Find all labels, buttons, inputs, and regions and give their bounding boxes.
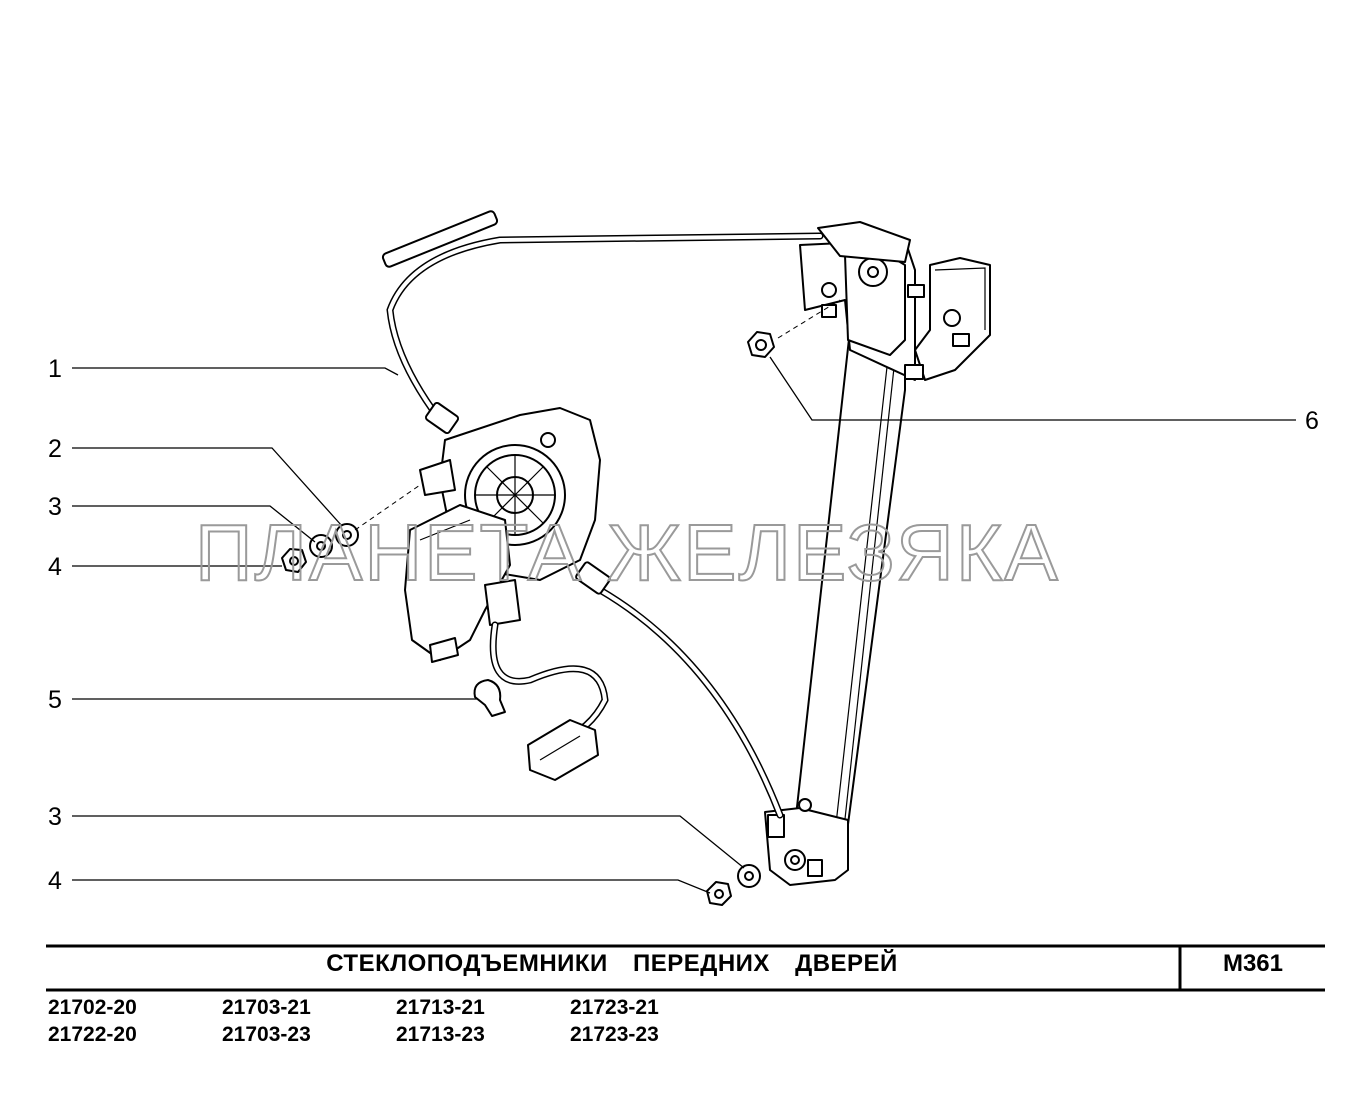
- drive-cables: [381, 210, 824, 819]
- clip-5: [473, 679, 506, 717]
- lower-slider: [764, 798, 849, 886]
- model-code: 21722-20: [48, 1023, 137, 1046]
- callout-3-lower: 3: [48, 803, 62, 831]
- upper-bracket: [799, 221, 916, 381]
- callout-1: 1: [48, 355, 62, 383]
- model-code: 21702-20: [48, 996, 137, 1019]
- model-code: 21723-21: [570, 996, 659, 1019]
- callout-5: 5: [48, 686, 62, 714]
- callout-4-upper: 4: [48, 553, 62, 581]
- model-code: 21703-21: [222, 996, 311, 1019]
- assembly-lines: [354, 299, 841, 531]
- lock-washer-3-upper: [309, 534, 333, 558]
- callout-6: 6: [1305, 407, 1319, 435]
- diagram-title: СТЕКЛОПОДЪЕМНИКИ ПЕРЕДНИХ ДВЕРЕЙ: [326, 950, 898, 977]
- watermark: ПЛАНЕТА ЖЕЛЕЗЯКА: [195, 508, 1060, 597]
- nut-4-upper: [281, 548, 307, 573]
- washer-2: [335, 523, 359, 547]
- callout-4-lower: 4: [48, 867, 62, 895]
- model-code: 21713-21: [396, 996, 485, 1019]
- model-code: 21703-23: [222, 1023, 311, 1046]
- nut-6: [747, 331, 775, 358]
- lock-washer-3-lower: [737, 864, 761, 888]
- title-block-rules: [46, 944, 1325, 992]
- model-code: 21723-23: [570, 1023, 659, 1046]
- motor-assembly: [404, 401, 611, 781]
- guide-rail: [789, 329, 906, 871]
- model-code: 21713-23: [396, 1023, 485, 1046]
- glass-clamp: [904, 257, 991, 381]
- sheet-code: М361: [1222, 950, 1284, 977]
- callout-3-upper: 3: [48, 493, 62, 521]
- nut-4-lower: [706, 881, 732, 906]
- leader-lines: [72, 356, 1296, 894]
- callout-numbers: 1 2 3 4 5 3 4 6: [48, 355, 1319, 895]
- callout-2: 2: [48, 435, 62, 463]
